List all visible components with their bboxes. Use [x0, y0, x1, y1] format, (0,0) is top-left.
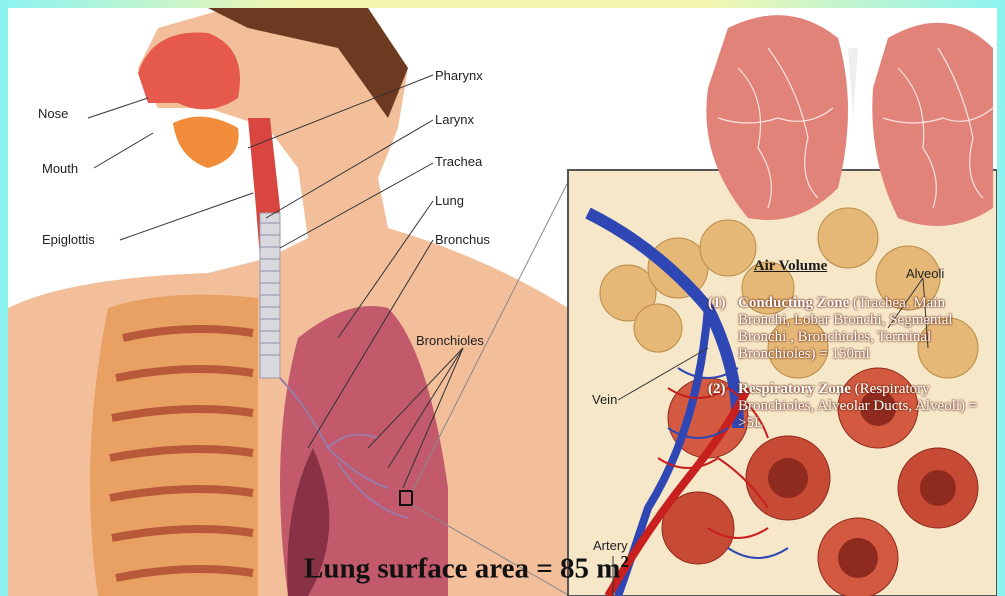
zone-number: (1) [708, 295, 738, 363]
zone-number: (2) [708, 381, 738, 432]
air-volume-info: Air Volume (1) Conducting Zone (Trachea,… [708, 258, 993, 450]
oral-cavity [173, 117, 239, 168]
label-pharynx: Pharynx [435, 68, 483, 83]
label-trachea: Trachea [435, 154, 482, 169]
label-mouth: Mouth [42, 161, 78, 176]
zone-conducting: (1) Conducting Zone (Trachea, Main Bronc… [708, 295, 993, 363]
label-bronchioles: Bronchioles [416, 333, 484, 348]
slide-canvas: Nose Mouth Epiglottis Pharynx Larynx Tra… [8, 8, 997, 596]
label-nose: Nose [38, 106, 68, 121]
zone-body: Conducting Zone (Trachea, Main Bronchi, … [738, 295, 993, 363]
zone-name: Conducting Zone [738, 295, 849, 311]
label-epiglottis: Epiglottis [42, 232, 95, 247]
air-volume-title: Air Volume [588, 258, 993, 275]
label-artery: Artery [593, 538, 628, 553]
ribcage-shape [90, 295, 258, 596]
label-bronchus: Bronchus [435, 232, 490, 247]
surface-area-text: Lung surface area = 85 m [304, 553, 620, 585]
label-larynx: Larynx [435, 112, 474, 127]
label-vein: Vein [592, 392, 617, 407]
zone-body: Respiratory Zone (Respiratory Bronchiole… [738, 381, 993, 432]
label-lung: Lung [435, 193, 464, 208]
zone-respiratory: (2) Respiratory Zone (Respiratory Bronch… [708, 381, 993, 432]
surface-area-caption: Lung surface area = 85 m2 [304, 552, 629, 586]
surface-area-exponent: 2 [620, 552, 629, 571]
zone-name: Respiratory Zone [738, 381, 851, 397]
